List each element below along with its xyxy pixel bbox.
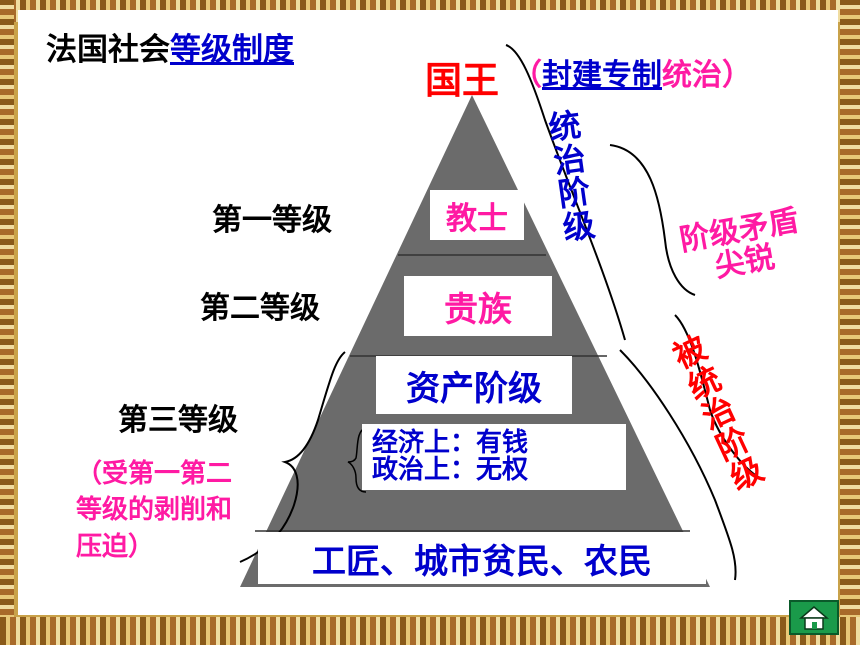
ruling-class-curve [505, 44, 626, 341]
page-title: 法国社会等级制度 [46, 24, 294, 69]
nobility-label: 贵族 [444, 289, 512, 330]
bourgeoisie-box: 资产阶级 [376, 356, 572, 414]
commoners-label: 工匠、城市贫民、农民 [312, 541, 652, 582]
economy-status: 经济上：有钱 [372, 427, 529, 458]
title-emphasis: 等级制度 [170, 32, 294, 68]
bourgeoisie-label: 资产阶级 [406, 368, 542, 409]
home-button[interactable] [789, 600, 839, 635]
king-label: 国王 [425, 59, 499, 102]
politics-status: 政治上：无权 [372, 455, 529, 485]
third-estate-label: 第三等级 [118, 403, 238, 438]
economy-politics-box: 经济上：有钱 政治上：无权 [362, 424, 626, 490]
exploitation-note: （受第一第二等级的剥削和压迫） [76, 459, 233, 562]
title-plain: 法国社会 [46, 32, 170, 68]
first-estate-label: 第一等级 [212, 203, 332, 238]
decorative-frame-bottom [0, 617, 860, 645]
bracket-economy-politics [347, 427, 367, 493]
decorative-frame-right [840, 0, 860, 645]
decorative-frame-left [0, 0, 14, 645]
feudal-rule-note: （封建专制统治） [512, 50, 752, 94]
second-estate-label: 第二等级 [200, 291, 320, 326]
feudal-open: （ [512, 58, 542, 93]
contradiction-bracket-upper [609, 144, 696, 296]
contradiction-bracket-lower [674, 314, 761, 479]
feudal-emphasis: 封建专制 [542, 58, 662, 93]
nobility-box: 贵族 [404, 276, 552, 336]
home-icon [798, 606, 830, 630]
feudal-rest: 统治） [662, 58, 752, 93]
ruled-class-curve [619, 349, 737, 581]
clergy-box: 教士 [430, 190, 524, 240]
pyramid-shape [240, 95, 710, 587]
clergy-label: 教士 [446, 200, 508, 237]
commoners-box: 工匠、城市贫民、农民 [258, 532, 706, 584]
